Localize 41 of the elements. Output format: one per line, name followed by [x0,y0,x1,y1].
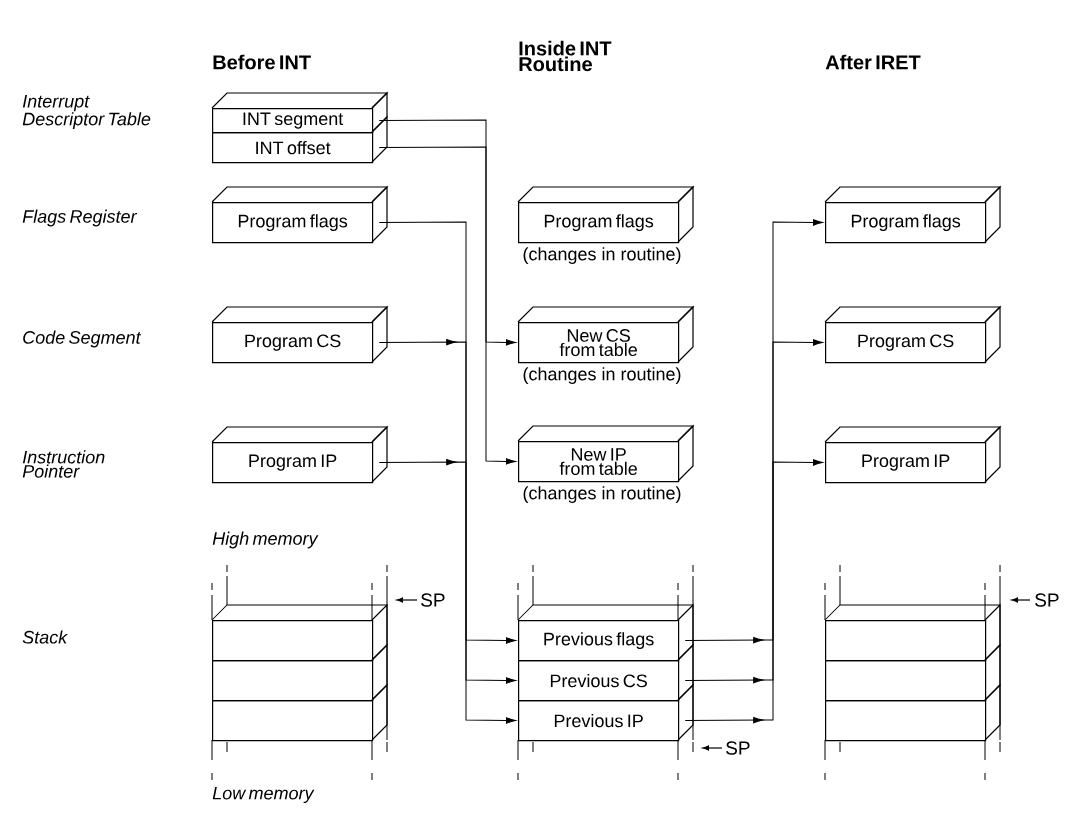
stack-slot [825,683,1001,742]
row-label: Flags Register [22,209,138,227]
row-label: Stack [22,630,68,644]
arrow [378,338,516,684]
row-label: Interrupt Descriptor Table [22,95,151,129]
row-label: Code Segment [23,330,142,348]
row-label: High memory [212,531,319,549]
caption-text: (changes in routine) [523,486,681,503]
arrow [684,459,823,724]
register-box: Program flags [211,185,389,244]
arrow [378,119,516,346]
caption-text: (changes in routine) [523,367,681,384]
column-heading: Before INT [213,54,311,70]
pointer-label: SP [421,593,445,607]
arrow [684,219,823,644]
caption-text: (changes in routine) [523,247,681,264]
stack-slot [825,603,1001,662]
stack-slot [825,643,1001,702]
column-heading: Inside INT Routine [519,40,612,72]
register-box: INT segment [211,91,389,134]
register-box: Program flags [517,185,695,244]
register-box: Program IP [824,425,1002,484]
register-box: Program CS [824,305,1002,364]
arrow [378,458,516,724]
register-box: New CS from table [517,305,695,364]
pointer-label: SP [726,741,750,755]
column-heading: After IRET [825,54,921,70]
row-label: Low memory [212,786,315,804]
register-box: Program IP [211,425,389,484]
stack-slot [212,683,388,742]
stack-slot [212,603,388,662]
row-label: Instruction Pointer [22,450,105,478]
register-box: New IP from table [517,424,695,483]
register-box: Program flags [824,185,1002,244]
arrow [378,221,516,644]
arrow [684,339,823,684]
arrow [378,146,516,465]
stack-slot: Previous flags [518,603,694,662]
register-box: Program CS [211,305,389,364]
pointer-label: SP [1035,593,1059,607]
stack-slot [212,643,388,702]
